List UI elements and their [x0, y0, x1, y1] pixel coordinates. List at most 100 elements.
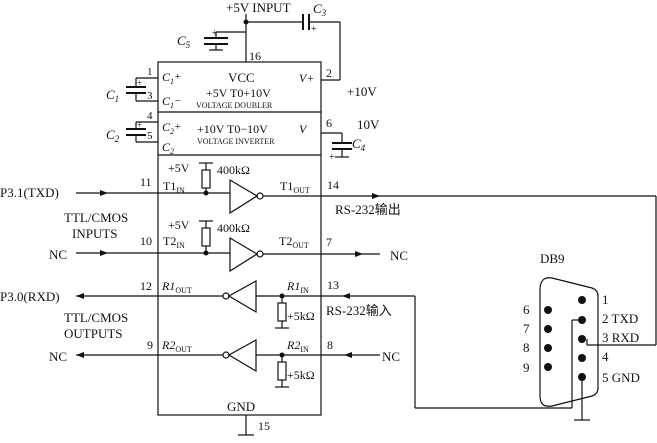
db9-pin1-label: 1 — [602, 292, 609, 307]
t2-400k: 400kΩ — [217, 221, 250, 235]
db9-pin6-label: 6 — [523, 302, 530, 317]
db9-pin2-dot — [578, 316, 586, 324]
r1-buffer — [227, 279, 257, 314]
ttl-in-line1: TTL/CMOS — [64, 210, 128, 225]
nc-in-label: NC — [49, 247, 67, 262]
c1-plus: + — [137, 78, 142, 88]
plus10v-label: +10V — [347, 84, 377, 99]
t1-buffer — [229, 178, 259, 215]
doubler-line2: VOLTAGE DOUBLER — [196, 101, 273, 110]
pin11-label: 11 — [140, 175, 152, 189]
r1in-label: R1IN — [286, 279, 309, 295]
c4-plus: + — [329, 152, 335, 163]
minus10v-label: 10V — [357, 117, 380, 132]
t1in-label: T1IN — [163, 179, 185, 195]
db9-shell — [539, 277, 599, 407]
pin14-label: 14 — [327, 178, 339, 192]
c2-label: C2 — [106, 127, 120, 144]
c2minus-label: C2 — [162, 140, 174, 156]
inverter-line2: VOLTAGE INVERTER — [197, 137, 275, 146]
supply-input-label: +5V INPUT — [226, 0, 291, 15]
c4-label: C4 — [352, 136, 366, 153]
r2-input-arrow — [344, 352, 352, 358]
t1-pullup-resistor — [201, 169, 211, 189]
db9-title: DB9 — [540, 251, 565, 266]
pin10-label: 10 — [140, 234, 152, 248]
c1plus-label: C1+ — [162, 70, 181, 86]
r1out-label: R1OUT — [161, 279, 192, 295]
db9-pin8-dot — [544, 344, 552, 352]
pin2-label: 2 — [326, 66, 332, 80]
rs232-out-label: RS-232输出 — [335, 202, 401, 217]
r1-5k: +5kΩ — [287, 309, 315, 323]
pin3-label: 3 — [147, 90, 153, 102]
pin16-label: 16 — [249, 49, 261, 63]
vminus-label: V — [299, 122, 308, 136]
r1-output-arrow — [76, 293, 84, 299]
c2plus-label: C2+ — [162, 120, 181, 136]
ttl-out-line1: TTL/CMOS — [64, 310, 128, 325]
db9-pin7-dot — [544, 325, 552, 333]
c2-plus: + — [137, 120, 142, 130]
pin9-label: 9 — [147, 338, 153, 352]
c5-plus: + — [212, 28, 218, 39]
c3-plus: + — [311, 24, 317, 35]
pin6-label: 6 — [326, 116, 332, 130]
db9-pin7-label: 7 — [523, 321, 530, 336]
db9-pin1-dot — [578, 296, 586, 304]
db9-pin2-label: 2 TXD — [602, 311, 638, 326]
ttl-in-line2: INPUTS — [72, 226, 118, 241]
p30-label: P3.0(RXD) — [0, 289, 60, 304]
pin13-label: 13 — [327, 278, 339, 292]
t1-400k: 400kΩ — [217, 163, 250, 177]
gnd-label: GND — [227, 399, 255, 414]
inverter-line1: +10V T0−10V — [197, 122, 268, 136]
nc-r2-label: NC — [382, 349, 400, 364]
r2-output-arrow — [76, 352, 84, 358]
r2out-label: R2OUT — [161, 338, 192, 354]
t2in-label: T2IN — [163, 234, 185, 250]
t1-plus5v: +5V — [168, 161, 190, 175]
t2out-label: T2OUT — [279, 234, 309, 250]
t1out-label: T1OUT — [280, 179, 310, 195]
rs232-in-label: RS-232输入 — [326, 303, 392, 318]
r2-pulldown-resistor — [277, 361, 287, 381]
t2-buffer — [229, 236, 259, 273]
db9-pin8-label: 8 — [523, 340, 530, 355]
r2-buffer — [227, 338, 257, 373]
r1-input-arrow — [342, 293, 350, 299]
vplus-label: V+ — [299, 71, 314, 85]
c5-label: C5 — [177, 33, 191, 50]
nc-out-label: NC — [49, 349, 67, 364]
db9-pin9-label: 9 — [523, 360, 530, 375]
pin12-label: 12 — [140, 279, 152, 293]
pin5-label: 5 — [147, 130, 153, 142]
nc-t2-label: NC — [390, 248, 408, 263]
c1minus-label: C1− — [162, 94, 181, 110]
c3-label: C3 — [313, 1, 327, 18]
db9-pin4-dot — [578, 354, 586, 362]
pin7-label: 7 — [326, 235, 332, 249]
t2-output-arrow — [355, 251, 363, 257]
r2-5k: +5kΩ — [287, 368, 315, 382]
pin15-label: 15 — [258, 419, 270, 433]
vcc-label: VCC — [228, 70, 255, 85]
t2-plus5v: +5V — [168, 218, 190, 232]
ic-body — [157, 61, 322, 416]
t2-pullup-resistor — [201, 227, 211, 247]
db9-pin4-label: 4 — [602, 349, 609, 364]
p31-label: P3.1(TXD) — [0, 185, 59, 200]
db9-pin3-dot — [578, 335, 586, 343]
t1-input-arrow — [100, 190, 108, 196]
r1-pulldown-resistor — [277, 302, 287, 322]
ttl-out-line2: OUTPUTS — [64, 326, 123, 341]
db9-pin9-dot — [544, 363, 552, 371]
pin8-label: 8 — [327, 338, 333, 352]
pin1-label: 1 — [147, 66, 153, 78]
r2in-label: R2IN — [286, 338, 309, 354]
db9-pin5-label: 5 GND — [602, 370, 640, 385]
t1-output-arrow — [372, 193, 380, 199]
c1-label: C1 — [106, 87, 119, 104]
db9-pin3-label: 3 RXD — [602, 330, 639, 345]
